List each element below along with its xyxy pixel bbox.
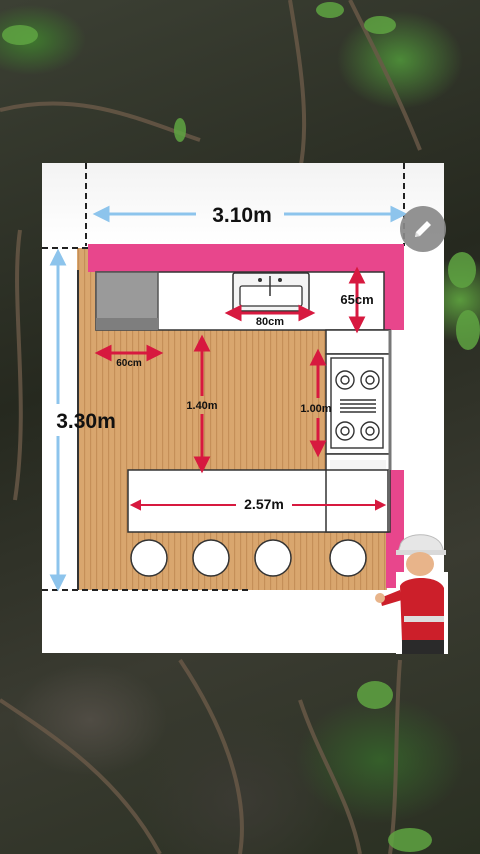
- island: [127, 469, 389, 533]
- guide-lines: [42, 163, 405, 591]
- label-width-total: 3.10m: [212, 204, 272, 227]
- edit-button[interactable]: [400, 206, 446, 252]
- label-stove-gap: 1.00m: [300, 403, 331, 415]
- pencil-icon: [415, 221, 431, 237]
- label-height-total: 3.30m: [56, 410, 116, 433]
- label-fridge-width: 60cm: [116, 358, 142, 369]
- stool: [329, 539, 367, 577]
- sink: [232, 272, 310, 312]
- stool: [192, 539, 230, 577]
- label-aisle: 1.40m: [186, 400, 217, 412]
- worker-mascot: [375, 534, 448, 654]
- stool: [130, 539, 168, 577]
- right-counter: [325, 329, 391, 355]
- card-shade: [42, 163, 444, 243]
- stove: [330, 357, 384, 449]
- right-wall-upper: [384, 244, 404, 330]
- top-wall: [88, 244, 404, 272]
- label-island-length: 2.57m: [244, 496, 284, 512]
- stool: [254, 539, 292, 577]
- label-sink-width: 80cm: [256, 316, 284, 328]
- stools: [130, 539, 367, 577]
- label-counter-depth: 65cm: [340, 292, 373, 307]
